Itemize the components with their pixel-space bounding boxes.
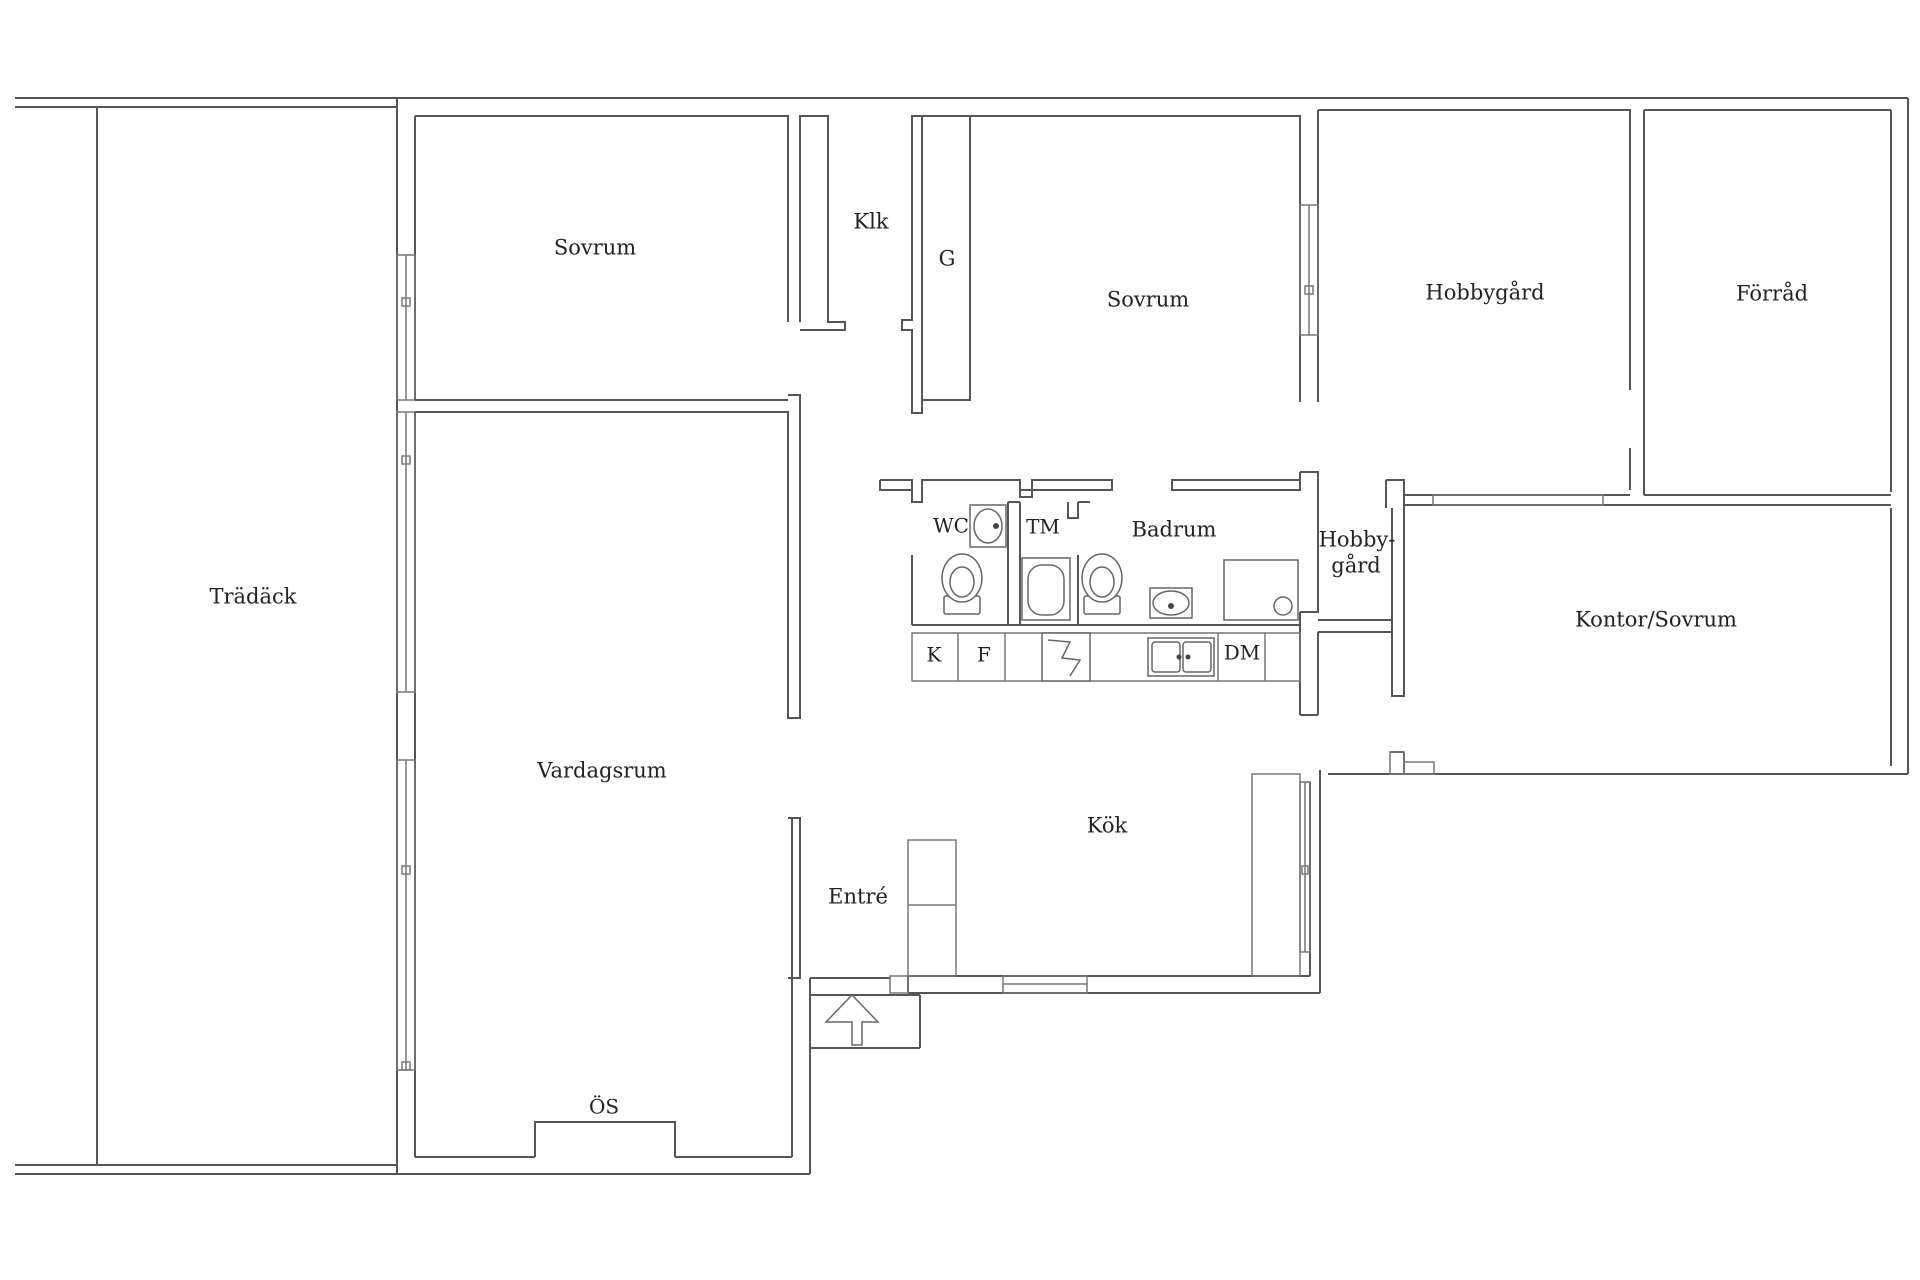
room-label-g: G <box>939 247 956 271</box>
terrace-outline <box>15 97 397 1175</box>
room-label-sovrum-2: Sovrum <box>1107 288 1189 312</box>
windows-left-wall <box>396 254 416 1071</box>
room-label-forrad: Förråd <box>1736 282 1808 306</box>
bathtub-icon <box>1021 557 1071 621</box>
room-label-sovrum-1: Sovrum <box>554 236 636 260</box>
room-label-kok: Kök <box>1087 814 1128 838</box>
label-os: ÖS <box>589 1094 619 1119</box>
room-label-klk: Klk <box>853 210 888 234</box>
room-label-hobbygard-1: Hobbygård <box>1425 281 1544 305</box>
room-label-hobbygard-2-line1: Hobby- <box>1319 528 1396 552</box>
room-label-kontor-sovrum: Kontor/Sovrum <box>1575 608 1737 632</box>
entrance-arrow-icon <box>824 993 880 1046</box>
stove-icon <box>1041 632 1091 682</box>
washbasin-icon <box>1149 587 1193 619</box>
room-label-hobbygard-2-line2: gård <box>1331 554 1380 578</box>
fireplace-os <box>534 1121 676 1157</box>
room-label-badrum: Badrum <box>1132 518 1217 542</box>
room-label-tradack: Trädäck <box>209 585 296 609</box>
room-label-wc: WC <box>933 514 969 538</box>
label-dm: DM <box>1224 641 1261 665</box>
toilet-icon <box>1081 553 1123 615</box>
interior-walls <box>415 109 1891 994</box>
kitchen-sink-icon <box>1147 637 1215 677</box>
room-label-vardagsrum: Vardagsrum <box>536 759 667 783</box>
room-label-entre: Entré <box>828 885 888 909</box>
label-f: F <box>977 643 991 667</box>
washbasin-icon <box>969 504 1007 548</box>
shower-icon <box>1223 559 1299 621</box>
toilet-icon <box>941 553 983 615</box>
label-k: K <box>927 643 943 667</box>
room-label-tm: TM <box>1026 515 1060 539</box>
